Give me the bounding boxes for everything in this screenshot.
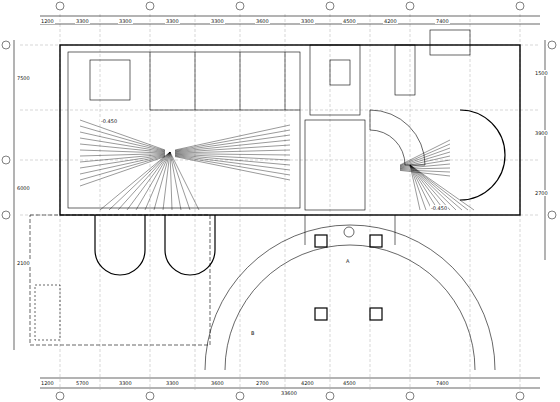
duct-line — [400, 170, 450, 172]
dimension-text: 7500 — [16, 75, 31, 81]
dimension-text: -0.450 — [430, 205, 448, 211]
duct-line — [400, 170, 450, 176]
duct-line — [175, 157, 290, 180]
duct-line — [175, 154, 290, 160]
dimension-text: 7400 — [435, 380, 450, 386]
duct-line — [410, 165, 468, 210]
dimension-text: 3300 — [75, 18, 90, 24]
duct-line — [109, 152, 170, 210]
duct-line — [80, 138, 165, 152]
duct-line — [80, 150, 165, 153]
duct-line — [410, 165, 462, 210]
dimension-text: 3300 — [118, 18, 133, 24]
duct-line — [175, 156, 290, 175]
dimension-text: 3600 — [210, 380, 225, 386]
duct-line — [80, 156, 165, 180]
dimension-text: A — [345, 258, 350, 264]
duct-line — [175, 155, 290, 170]
dimension-text: 3900 — [534, 130, 549, 136]
duct-line — [400, 160, 450, 168]
dimension-text: 2100 — [16, 260, 31, 266]
duct-line — [175, 130, 290, 151]
dimension-text: 3300 — [165, 18, 180, 24]
duct-line — [154, 152, 170, 210]
duct-line — [80, 157, 165, 186]
duct-line — [170, 152, 199, 210]
dimension-text: -0.450 — [100, 118, 118, 124]
duct-line — [175, 154, 290, 155]
duct-line — [80, 126, 165, 151]
dimension-text: 1200 — [40, 380, 55, 386]
duct-line — [400, 156, 450, 167]
dimension-text: 6000 — [16, 185, 31, 191]
duct-line — [400, 144, 450, 166]
duct-line — [170, 152, 181, 210]
dimension-text: 1500 — [534, 70, 549, 76]
dimension-text: 33600 — [280, 390, 298, 396]
duct-line — [410, 165, 474, 210]
duct-line — [410, 165, 438, 210]
dimension-text: 4200 — [300, 380, 315, 386]
dimension-text: 4200 — [383, 18, 398, 24]
duct-line — [175, 150, 290, 153]
dimension-text: 2700 — [255, 380, 270, 386]
duct-line — [175, 145, 290, 152]
duct-line — [400, 164, 450, 169]
dimension-text: 3300 — [118, 380, 133, 386]
dimension-text: 3300 — [165, 380, 180, 386]
duct-line — [80, 144, 165, 152]
dimension-text: 1200 — [40, 18, 55, 24]
dimension-text: 5700 — [75, 380, 90, 386]
dimension-text: 3300 — [300, 18, 315, 24]
dimension-text: 3300 — [210, 18, 225, 24]
duct-line — [100, 152, 170, 210]
duct-line — [175, 140, 290, 152]
dimension-text: 2700 — [534, 190, 549, 196]
duct-line — [80, 154, 165, 156]
dimension-text: B — [250, 330, 255, 336]
duct-line — [410, 165, 456, 210]
duct-line — [400, 148, 450, 166]
dimension-text: 7400 — [435, 18, 450, 24]
dimension-text: 4500 — [342, 18, 357, 24]
duct-line — [80, 155, 165, 168]
duct-line — [170, 152, 190, 210]
dimension-text: 4500 — [342, 380, 357, 386]
duct-line — [175, 155, 290, 165]
duct-line — [163, 152, 170, 210]
duct-line — [400, 168, 450, 169]
dimension-text: 3600 — [255, 18, 270, 24]
